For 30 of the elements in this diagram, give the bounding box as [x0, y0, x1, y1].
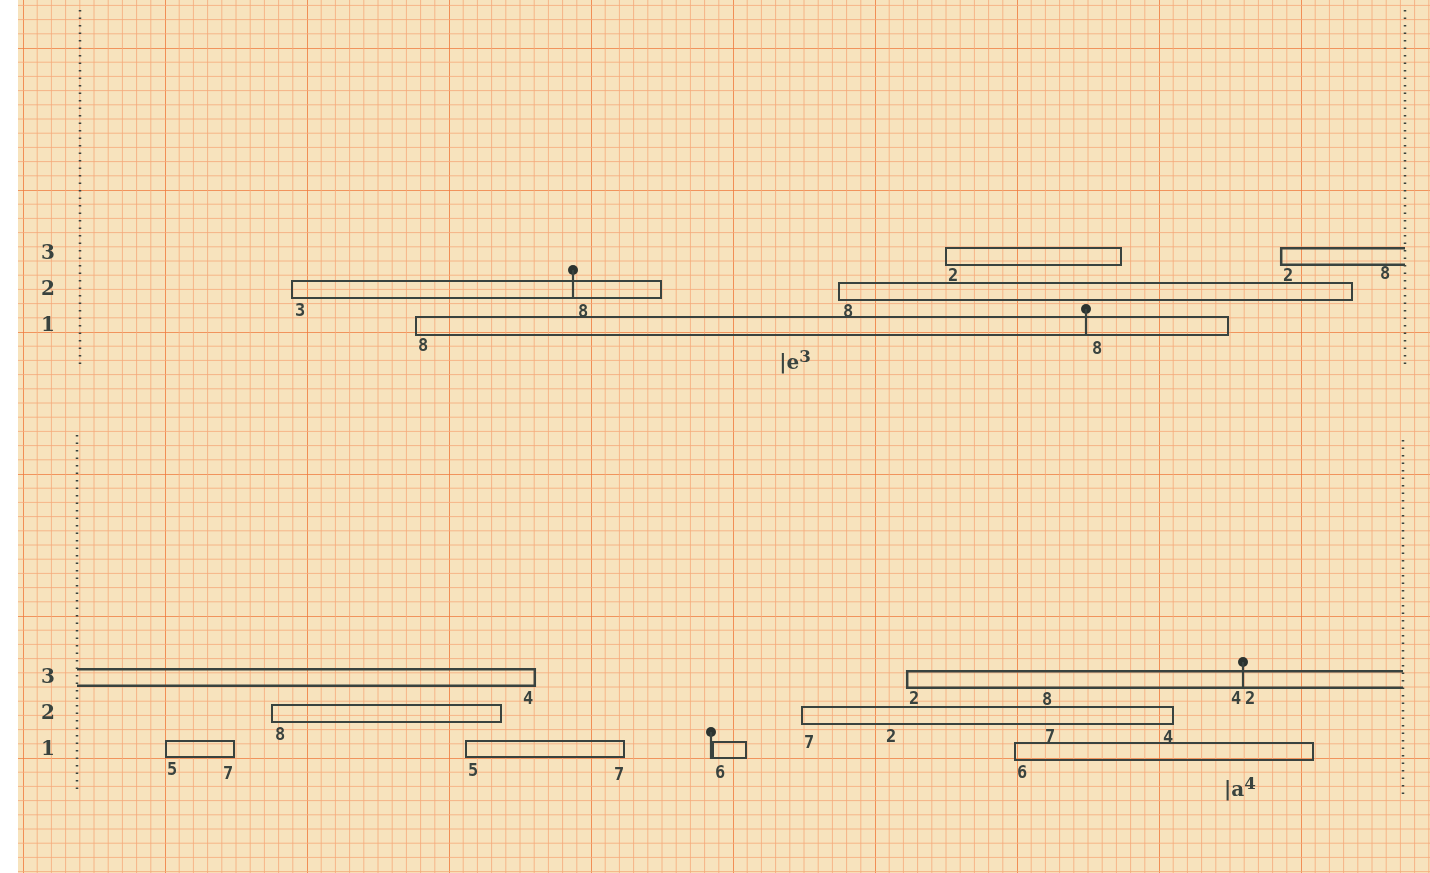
bar-number: 4 [1162, 728, 1174, 746]
row-number: 2 [41, 702, 55, 722]
bar-number: 7 [803, 733, 815, 751]
bar-number: 5 [166, 760, 178, 778]
bar-number: 7 [222, 764, 234, 782]
row-number: 2 [41, 278, 55, 298]
bar-number: 7 [1044, 727, 1056, 745]
bar-number: 8 [1091, 339, 1103, 357]
pitch-label: |a$^{4}$ [1224, 774, 1256, 800]
bar-number: 6 [714, 763, 726, 781]
bar-number: 8 [417, 336, 429, 354]
row-number: 1 [41, 314, 55, 334]
bar-number: 2 [908, 689, 920, 707]
bar-number: 2 [1244, 689, 1256, 707]
bar-number: 5 [467, 761, 479, 779]
row-number: 3 [41, 666, 55, 686]
bar-number: 6 [1016, 763, 1028, 781]
bar-number: 8 [274, 725, 286, 743]
row-number: 1 [41, 738, 55, 758]
bar-number: 2 [885, 727, 897, 745]
row-number: 3 [41, 242, 55, 262]
bar-number: 2 [947, 266, 959, 284]
bar-number: 7 [613, 765, 625, 783]
bar-number: 2 [1282, 266, 1294, 284]
bar-number: 8 [1379, 264, 1391, 282]
bar-number: 4 [522, 689, 534, 707]
bar-number: 4 [1230, 689, 1242, 707]
bar-number: 8 [1041, 690, 1053, 708]
bar-number: 3 [294, 301, 306, 319]
pitch-label: |e$^{3}$ [779, 347, 811, 373]
